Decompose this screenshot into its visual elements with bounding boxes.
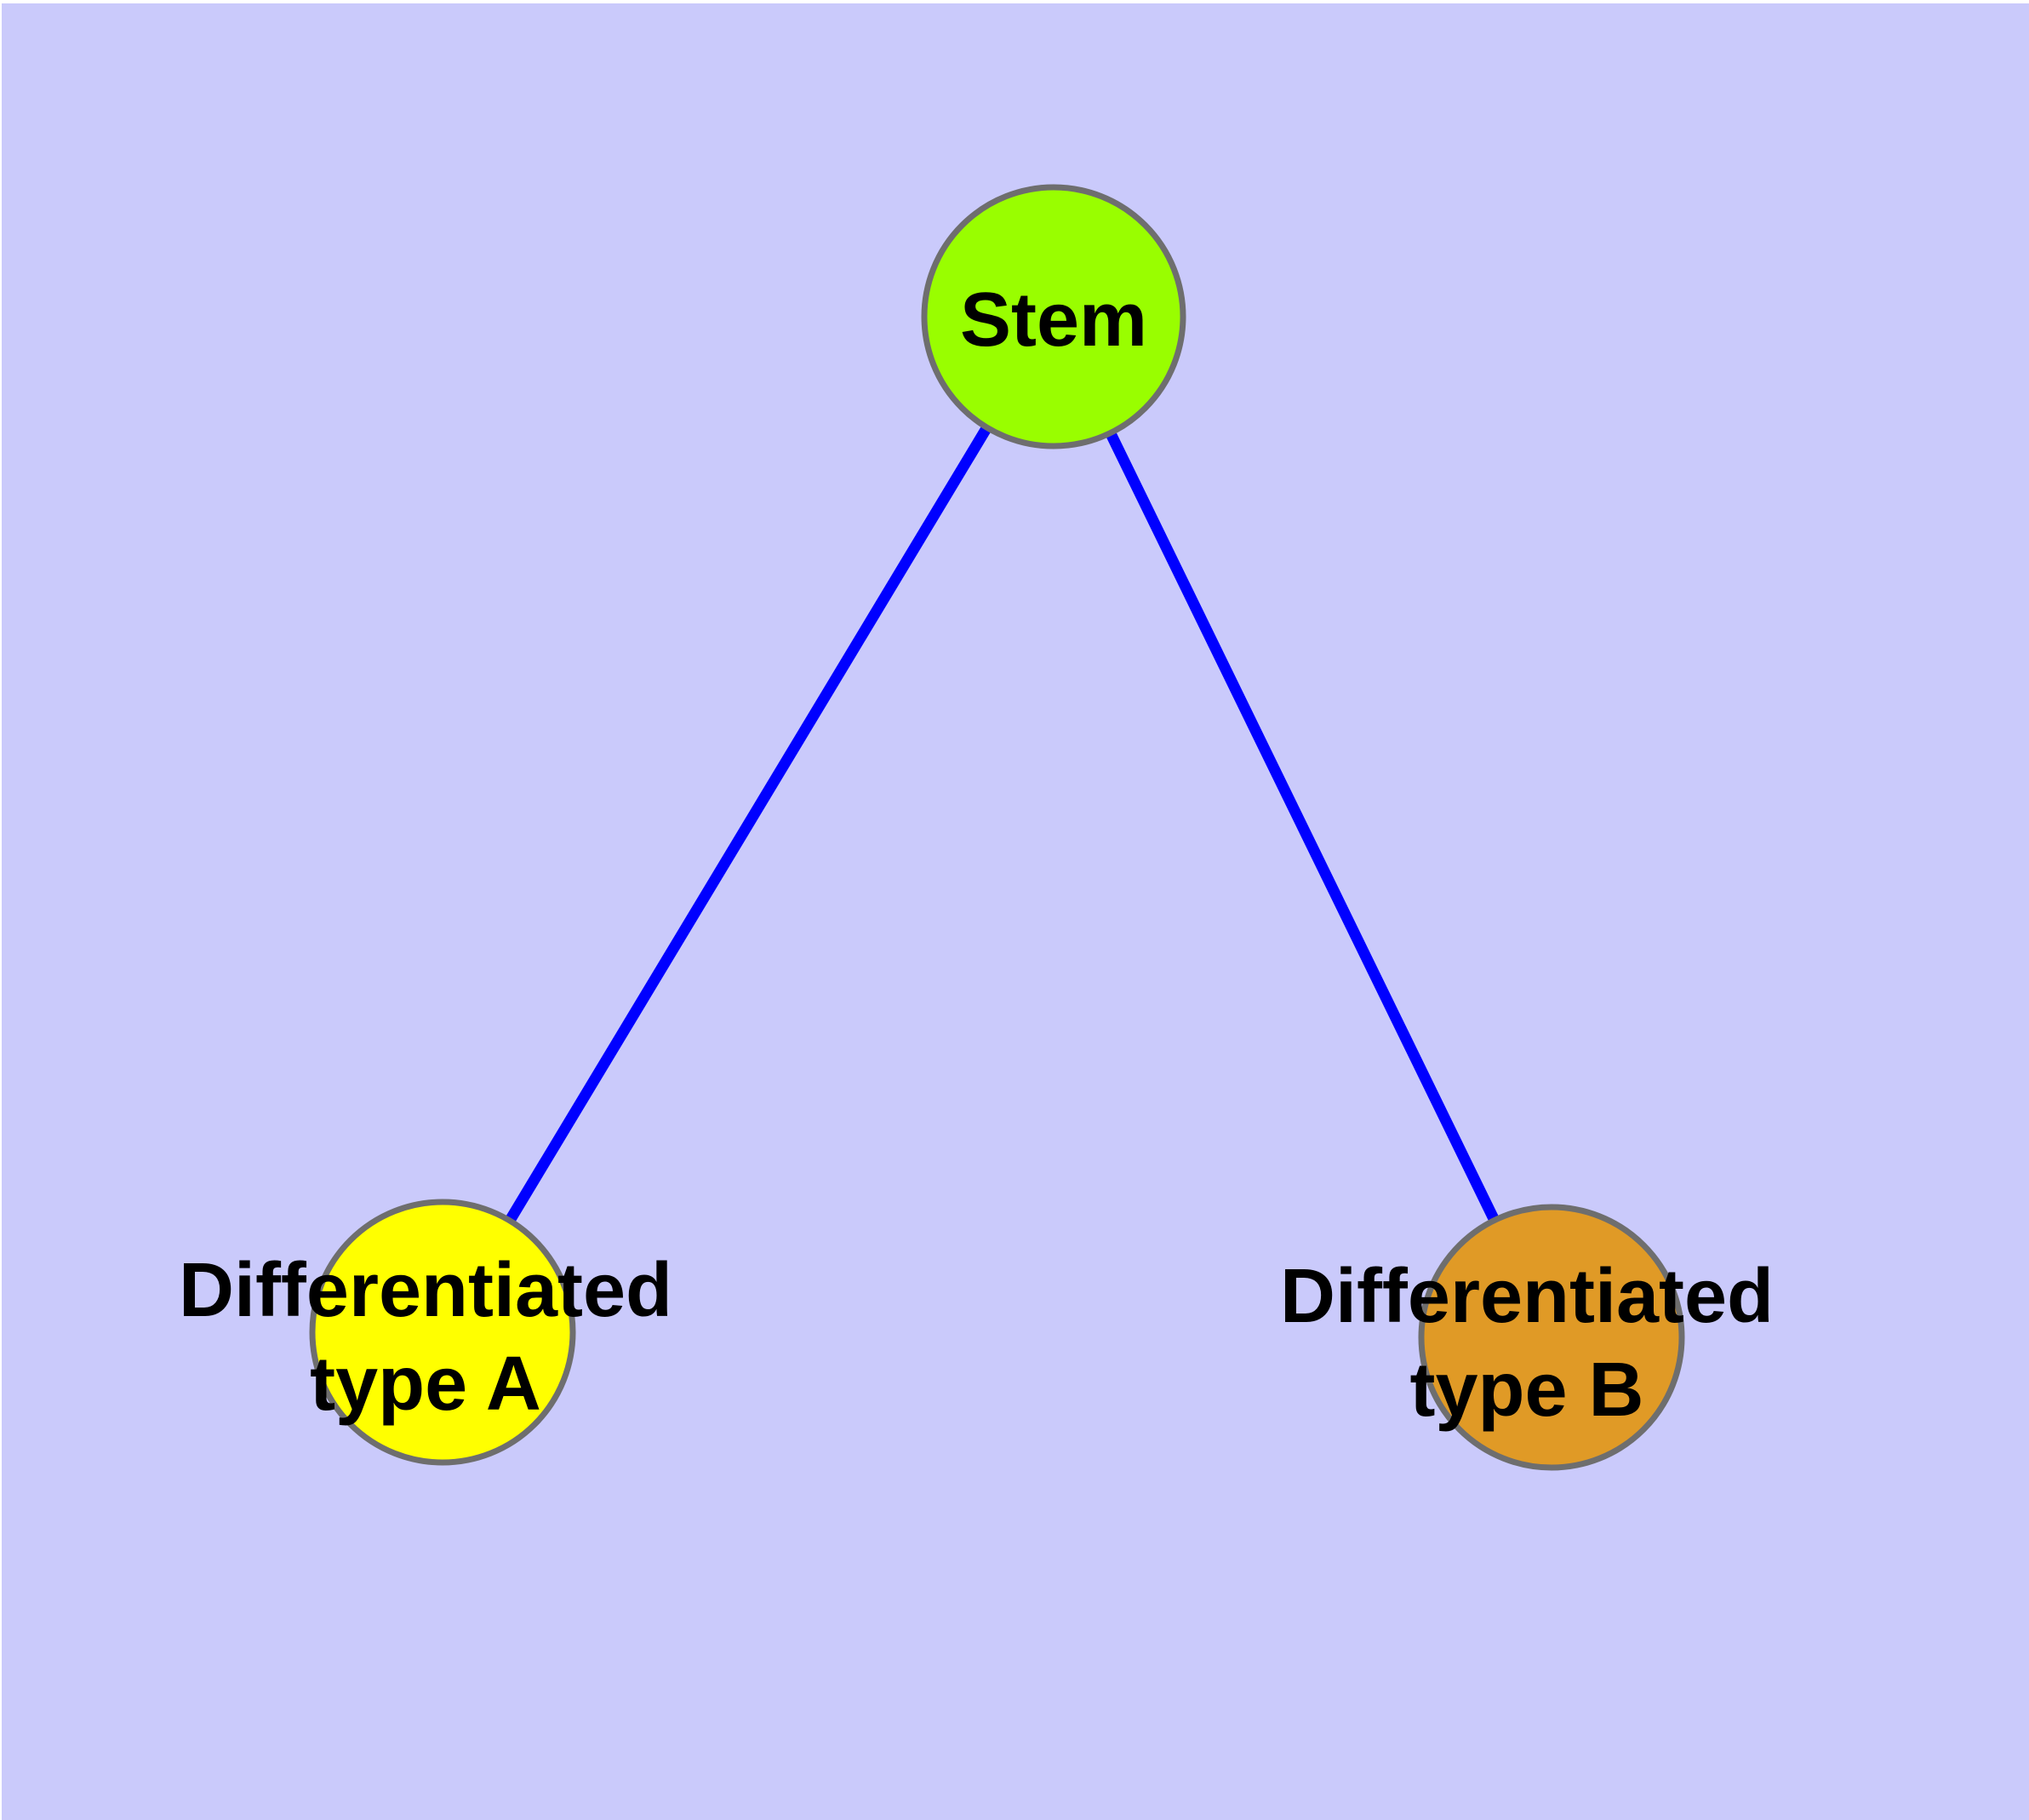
node-stem[interactable]	[921, 184, 1186, 449]
edge-stem-to-typeB[interactable]	[1049, 314, 1557, 1340]
node-type-b-label-line2: type B	[1409, 1348, 1643, 1433]
node-type-a-label-line1: Differentiated	[179, 1248, 672, 1333]
edge-stem-to-typeA[interactable]	[437, 313, 1059, 1336]
node-differentiated-type-a[interactable]	[309, 1199, 576, 1466]
node-stem-label: Stem	[960, 278, 1147, 363]
node-type-a-label-line2: type A	[310, 1342, 541, 1427]
node-differentiated-type-b[interactable]	[1418, 1204, 1685, 1471]
node-type-b-label-line1: Differentiated	[1280, 1254, 1774, 1339]
